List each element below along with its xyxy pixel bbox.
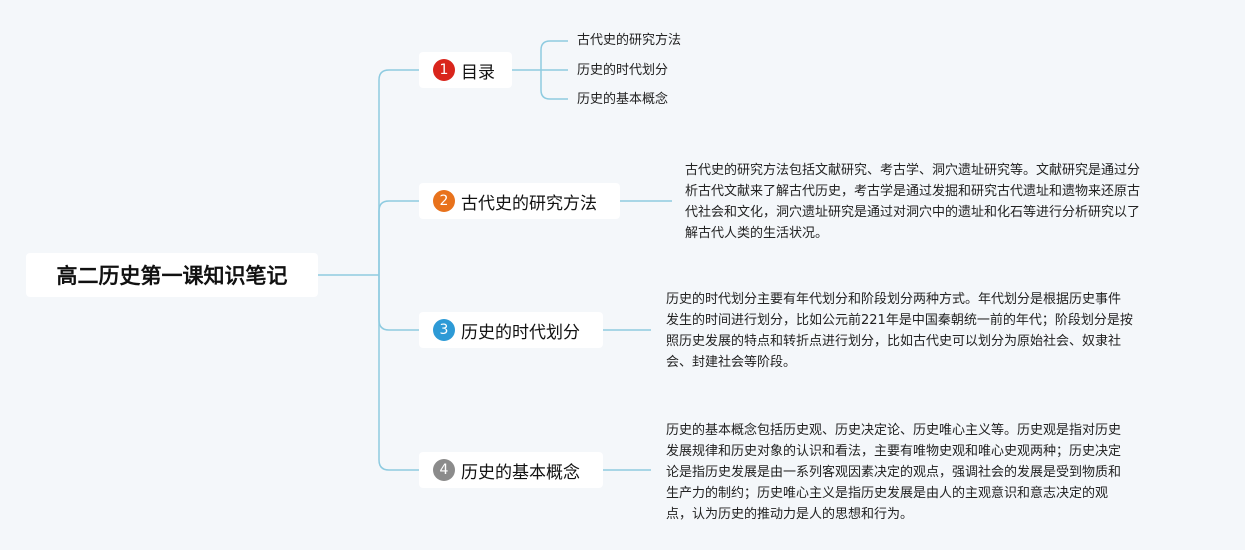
detail-line: 历史的基本概念包括历史观、历史决定论、历史唯心主义等。历史观是指对历史 — [666, 423, 1122, 438]
branch-label-2: 古代史的研究方法 — [461, 193, 597, 214]
subtopic-1-1[interactable]: 古代史的研究方法 — [577, 33, 682, 48]
branch-label-4: 历史的基本概念 — [461, 462, 580, 483]
branch-topic-1[interactable]: 1 目录 — [419, 52, 512, 88]
number-badge-2: 2 — [433, 190, 455, 212]
connector-sub-3 — [540, 70, 568, 100]
connector-sub-1 — [540, 40, 568, 70]
number-badge-3: 3 — [433, 319, 455, 341]
branch-label-1: 目录 — [461, 62, 495, 83]
detail-line: 发生的时间进行划分，比如公元前221年是中国秦朝统一前的年代；阶段划分是按 — [666, 313, 1133, 328]
detail-line: 论是指历史发展是由一系列客观因素决定的观点，强调社会的发展是受到物质和 — [666, 465, 1122, 480]
branch-topic-4[interactable]: 4 历史的基本概念 — [419, 452, 603, 488]
branch-topic-2[interactable]: 2 古代史的研究方法 — [419, 183, 620, 219]
detail-line: 古代史的研究方法包括文献研究、考古学、洞穴遗址研究等。文献研究是通过分 — [685, 163, 1141, 178]
detail-line: 历史的时代划分主要有年代划分和阶段划分两种方式。年代划分是根据历史事件 — [666, 292, 1122, 307]
detail-note-3: 历史的时代划分主要有年代划分和阶段划分两种方式。年代划分是根据历史事件 发生的时… — [666, 289, 1133, 373]
detail-note-4: 历史的基本概念包括历史观、历史决定论、历史唯心主义等。历史观是指对历史 发展规律… — [666, 420, 1121, 525]
root-topic-label: 高二历史第一课知识笔记 — [56, 264, 288, 288]
detail-line: 生产力的制约；历史唯心主义是指历史发展是由人的主观意识和意志决定的观 — [666, 486, 1109, 501]
detail-line: 照历史发展的特点和转折点进行划分，比如古代史可以划分为原始社会、奴隶社 — [666, 334, 1122, 349]
connector-branch-3 — [378, 275, 419, 331]
number-badge-1: 1 — [433, 59, 455, 81]
connector-branch-1 — [378, 69, 419, 275]
detail-line: 代社会和文化，洞穴遗址研究是通过对洞穴中的遗址和化石等进行分析研究以了 — [685, 205, 1141, 220]
detail-line: 点，认为历史的推动力是人的思想和行为。 — [666, 507, 914, 522]
number-badge-4: 4 — [433, 459, 455, 481]
detail-line: 发展规律和历史对象的认识和看法，主要有唯物史观和唯心史观两种；历史决定 — [666, 444, 1122, 459]
subtopic-1-2[interactable]: 历史的时代划分 — [577, 63, 669, 78]
root-topic[interactable]: 高二历史第一课知识笔记 — [26, 253, 318, 297]
detail-line: 会、封建社会等阶段。 — [666, 355, 797, 370]
branch-label-3: 历史的时代划分 — [461, 322, 580, 343]
subtopic-1-3[interactable]: 历史的基本概念 — [577, 92, 669, 107]
branch-topic-3[interactable]: 3 历史的时代划分 — [419, 312, 603, 348]
connector-branch-2 — [378, 200, 419, 275]
detail-line: 解古代人类的生活状况。 — [685, 226, 829, 241]
detail-note-2: 古代史的研究方法包括文献研究、考古学、洞穴遗址研究等。文献研究是通过分 析古代文… — [685, 160, 1140, 244]
connector-branch-4 — [378, 275, 419, 471]
detail-line: 析古代文献来了解古代历史，考古学是通过发掘和研究古代遗址和遗物来还原古 — [685, 184, 1141, 199]
